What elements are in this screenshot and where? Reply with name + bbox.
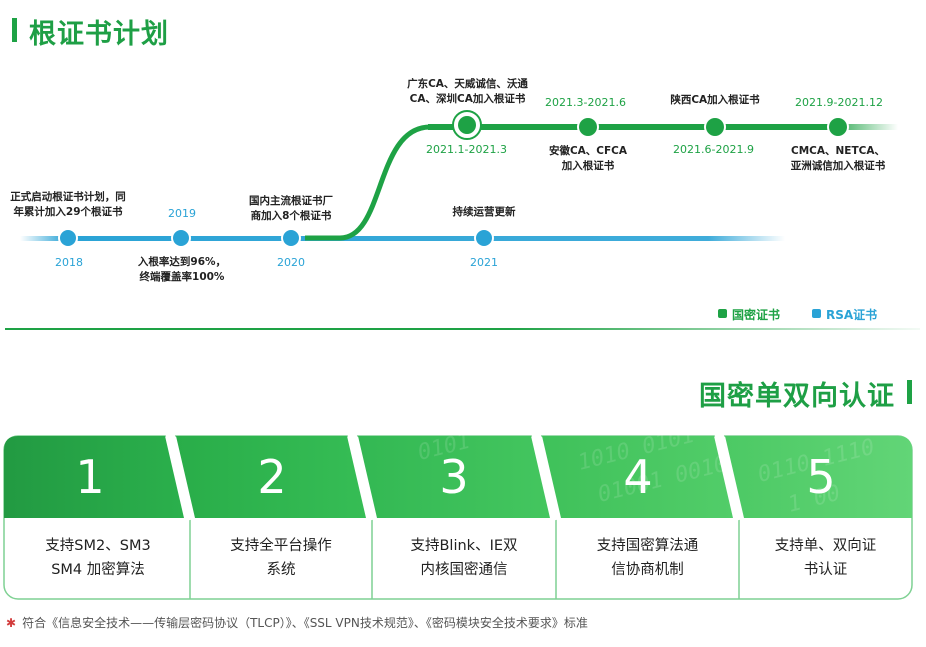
card-2-number: 2 — [257, 450, 287, 504]
sm-dot-2021q1 — [452, 110, 482, 140]
legend-sm: 国密证书 — [718, 306, 780, 323]
sm-event-3-text: 陕西CA加入根证书 — [670, 94, 760, 106]
card-3-text: 支持Blink、IE双 内核国密通信 — [410, 538, 518, 578]
sm-event-4-text: CMCA、NETCA、 亚洲诚信加入根证书 — [790, 145, 886, 172]
rsa-year-2019: 2019 — [168, 207, 196, 220]
rsa-event-2018-text: 正式启动根证书计划，同 年累计加入29个根证书 — [10, 191, 126, 218]
card-4-top — [542, 436, 733, 518]
sm-period-4: 2021.9-2021.12 — [795, 96, 883, 109]
sm-event-2-text: 安徽CA、CFCA 加入根证书 — [548, 145, 628, 172]
rsa-event-2021-text: 持续运营更新 — [452, 206, 516, 218]
section2-header: 国密单双向认证 — [672, 372, 912, 412]
rsa-dot-2019 — [171, 228, 191, 248]
card-5-number: 5 — [806, 450, 836, 504]
rsa-dot-2018 — [58, 228, 78, 248]
sm-period-2: 2021.3-2021.6 — [545, 96, 626, 109]
sm-event-1-text: 广东CA、天威诚信、沃通 CA、深圳CA加入根证书 — [407, 78, 528, 105]
section-divider — [5, 328, 920, 330]
cards-graphic: 1010 0101 01001 0010 0110 1110 1 00 0101 — [3, 430, 913, 600]
rsa-timeline-line — [20, 236, 785, 241]
rsa-year-2021: 2021 — [470, 256, 498, 269]
sm-dot-2021q2 — [577, 116, 599, 138]
section2-title: 国密单双向认证 — [699, 381, 895, 412]
rsa-event-2019-text: 入根率达到96%， 终端覆盖率100% — [137, 256, 227, 283]
card-4-number: 4 — [623, 450, 653, 504]
title-bar-accent — [12, 18, 17, 42]
card-3-top — [358, 436, 550, 518]
card-1-top — [4, 436, 184, 518]
rsa-year-2020: 2020 — [277, 256, 305, 269]
footer-note: ✱ 符合《信息安全技术——传输层密码协议（TLCP）》、《SSL VPN技术规范》… — [6, 614, 588, 631]
sm-dot-2021q4 — [827, 116, 849, 138]
sm-period-3: 2021.6-2021.9 — [673, 143, 754, 156]
card-1-number: 1 — [75, 450, 105, 504]
sm-timeline-curve — [305, 124, 431, 241]
card-5-text: 支持单、双向证 书认证 — [774, 538, 877, 578]
rsa-year-2018: 2018 — [55, 256, 83, 269]
card-2-top — [176, 436, 366, 518]
asterisk-icon: ✱ — [6, 616, 17, 630]
card-4-text: 支持国密算法通 信协商机制 — [596, 538, 699, 578]
card-2-text: 支持全平台操作 系统 — [230, 538, 332, 578]
card-3-number: 3 — [439, 450, 469, 504]
legend-rsa: RSA证书 — [812, 306, 877, 323]
sm-dot-2021q3 — [704, 116, 726, 138]
footer-text: 符合《信息安全技术——传输层密码协议（TLCP）》、《SSL VPN技术规范》、… — [22, 616, 588, 630]
rsa-dot-2020 — [281, 228, 301, 248]
title-bar-accent-right — [907, 380, 912, 404]
sm-period-1: 2021.1-2021.3 — [426, 143, 507, 156]
legend-rsa-swatch — [812, 309, 821, 318]
legend-sm-swatch — [718, 309, 727, 318]
section1-title: 根证书计划 — [29, 19, 169, 50]
rsa-event-2020-text: 国内主流根证书厂 商加入8个根证书 — [249, 195, 333, 222]
rsa-dot-2021 — [474, 228, 494, 248]
sm-timeline-line — [428, 124, 898, 130]
card-1-text: 支持SM2、SM3 SM4 加密算法 — [45, 538, 151, 578]
card-5-top — [725, 436, 912, 518]
timeline-graphic — [20, 110, 898, 248]
